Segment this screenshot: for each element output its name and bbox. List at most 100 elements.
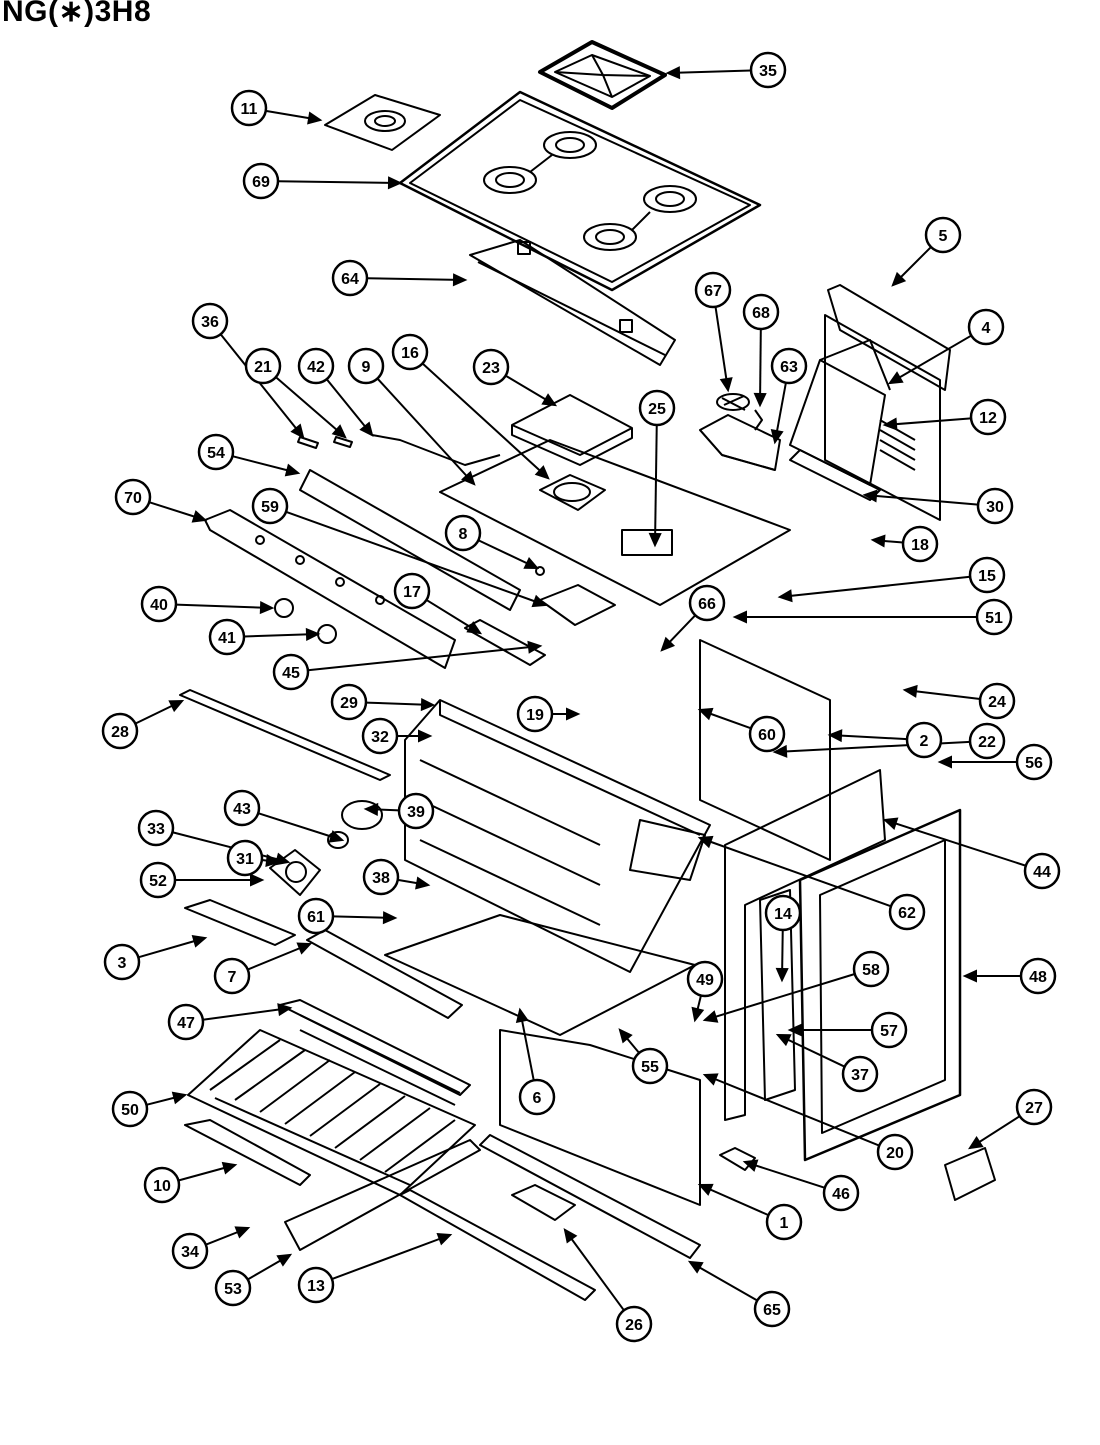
- front-frame-part: [724, 769, 886, 1121]
- leader-line-26: [564, 1229, 625, 1311]
- leader-line-46: [744, 1161, 826, 1189]
- callout-number: 8: [459, 526, 468, 543]
- callout-circle: [870, 1011, 908, 1049]
- callout-number: 52: [149, 873, 167, 890]
- callout-circle: [516, 695, 554, 733]
- bracket-part: [464, 566, 616, 666]
- callout-circle: [331, 259, 369, 297]
- leader-line-67: [714, 306, 729, 391]
- clock-part: [719, 1147, 996, 1201]
- callout-67: 67: [694, 271, 732, 309]
- callout-number: 30: [986, 499, 1004, 516]
- side-panel-part: [699, 639, 831, 861]
- callout-number: 11: [241, 101, 258, 118]
- leader-line-16: [421, 362, 549, 479]
- callout-16: 16: [391, 333, 429, 371]
- leader-arrow-67: [719, 377, 733, 393]
- callout-number: 16: [401, 345, 419, 362]
- leader-arrow-56: [937, 755, 952, 769]
- leader-line-47: [202, 1007, 291, 1021]
- callout-circle: [615, 1305, 653, 1343]
- callout-number: 21: [254, 359, 272, 376]
- callout-48: 48: [1019, 957, 1057, 995]
- leader-arrow-18: [870, 534, 886, 548]
- backguard-top-part: [824, 284, 951, 521]
- callout-number: 13: [307, 1278, 325, 1295]
- callout-circle: [171, 1232, 209, 1270]
- drawer-front-part: [279, 999, 471, 1106]
- callout-circle: [905, 721, 943, 759]
- callout-circle: [841, 1055, 879, 1093]
- callout-number: 26: [625, 1317, 643, 1334]
- callout-5: 5: [924, 216, 962, 254]
- callout-29: 29: [330, 683, 368, 721]
- leader-arrow-24: [902, 684, 918, 698]
- callout-circle: [297, 347, 335, 385]
- callout-circle: [362, 858, 400, 896]
- callout-47: 47: [167, 1003, 205, 1041]
- leader-arrow-22: [772, 744, 788, 758]
- leader-line-30: [864, 494, 979, 506]
- callout-number: 14: [774, 906, 792, 923]
- callout-circle: [749, 51, 787, 89]
- callout-54: 54: [197, 433, 235, 471]
- callout-number: 33: [147, 821, 165, 838]
- callout-number: 12: [979, 410, 997, 427]
- callout-circle: [444, 514, 482, 552]
- leader-arrow-37: [775, 1033, 792, 1047]
- side-frame-part: [204, 469, 521, 669]
- leader-line-12: [884, 417, 972, 426]
- leader-arrow-8: [523, 556, 540, 570]
- callout-38: 38: [362, 858, 400, 896]
- callout-circle: [226, 839, 264, 877]
- callout-number: 58: [862, 962, 880, 979]
- leader-line-69: [277, 180, 401, 184]
- leader-line-43: [257, 812, 343, 841]
- leader-arrow-62: [697, 835, 714, 849]
- leader-arrow-39: [363, 802, 379, 817]
- callout-circle: [742, 293, 780, 331]
- callout-17: 17: [393, 572, 431, 610]
- leader-arrow-16: [534, 465, 550, 480]
- oven-door-part: [798, 808, 962, 1162]
- callout-circle: [975, 598, 1013, 636]
- leader-line-40: [175, 603, 273, 609]
- callout-57: 57: [870, 1011, 908, 1049]
- leader-line-45: [307, 645, 541, 672]
- callout-28: 28: [101, 712, 139, 750]
- burner-bracket-part: [469, 239, 676, 366]
- callout-circle: [297, 897, 335, 935]
- leader-arrow-65: [687, 1260, 704, 1274]
- oven-top-panel-part: [439, 394, 791, 606]
- callout-35: 35: [749, 51, 787, 89]
- callout-53: 53: [214, 1269, 252, 1307]
- leader-line-62: [699, 837, 892, 908]
- callout-number: 6: [533, 1090, 542, 1107]
- callout-34: 34: [171, 1232, 209, 1270]
- callout-number: 5: [939, 228, 948, 245]
- callout-32: 32: [361, 717, 399, 755]
- leader-arrow-46: [742, 1159, 759, 1172]
- base-rail-part: [399, 1134, 701, 1301]
- leader-arrow-27: [967, 1136, 984, 1150]
- callout-number: 66: [698, 596, 716, 613]
- callout-circle: [822, 1174, 860, 1212]
- callout-40: 40: [140, 585, 178, 623]
- callout-64: 64: [331, 259, 369, 297]
- callout-number: 69: [252, 174, 270, 191]
- leader-arrow-58: [702, 1010, 719, 1023]
- callout-number: 28: [111, 724, 129, 741]
- callout-circle: [748, 715, 786, 753]
- callout-number: 17: [403, 584, 421, 601]
- callout-number: 15: [978, 568, 996, 585]
- leader-arrow-43: [328, 830, 345, 843]
- leader-line-15: [779, 575, 971, 598]
- leader-line-13: [331, 1234, 451, 1280]
- callout-number: 37: [851, 1067, 869, 1084]
- callout-number: 20: [886, 1145, 904, 1162]
- callout-circle: [978, 682, 1016, 720]
- callout-number: 56: [1025, 755, 1043, 772]
- callout-63: 63: [770, 347, 808, 385]
- callout-circle: [967, 308, 1005, 346]
- callout-7: 7: [213, 957, 251, 995]
